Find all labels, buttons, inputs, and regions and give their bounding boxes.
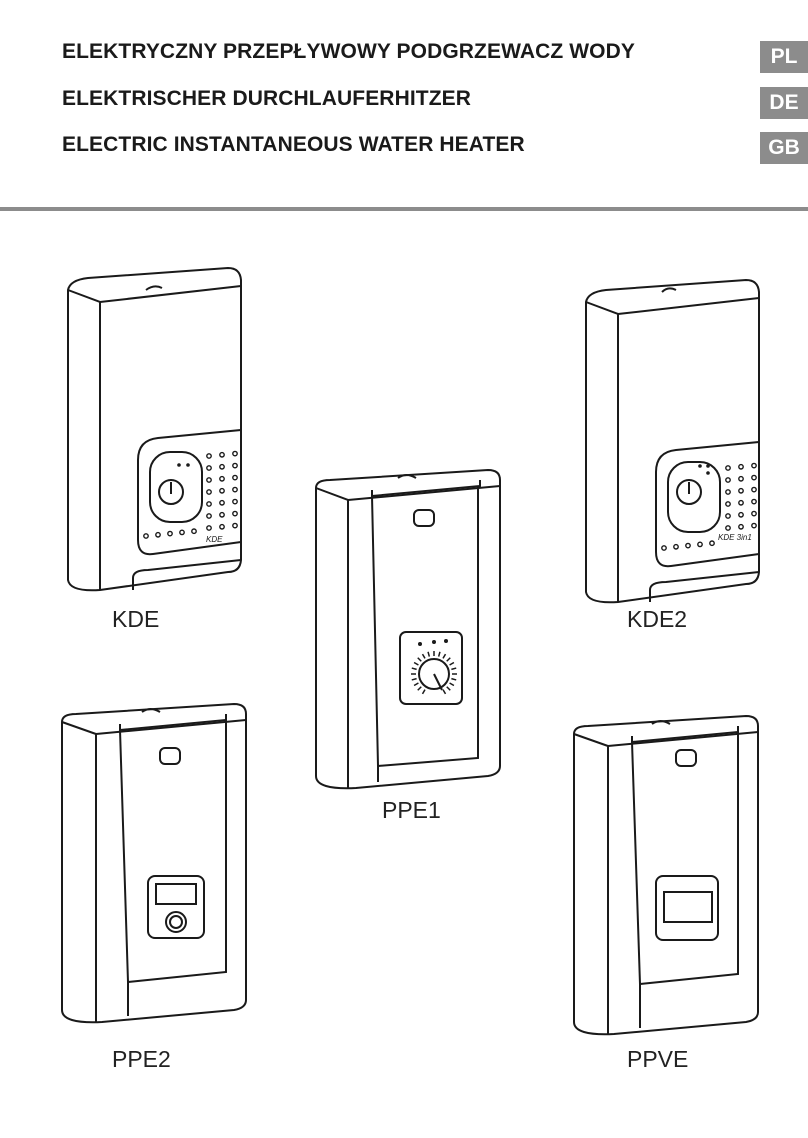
vent-hole [206,489,212,495]
scale-tick [451,667,457,671]
water-heater-ppve-icon [573,714,759,1036]
vent-hole [167,530,173,537]
vent-hole [725,489,731,495]
vent-hole [725,501,731,507]
vent-hole [206,525,212,531]
scale-tick [451,677,457,681]
lang-badge-pl: PL [760,41,808,73]
vent-hole [206,465,212,471]
vent-hole [219,475,225,482]
vent-hole [143,533,149,539]
scale-tick [417,657,422,662]
scale-tick [413,661,419,666]
scale-tick [437,651,441,657]
scale-tick [442,653,447,659]
vent-hole [206,501,212,507]
kde2-badge-text: KDE 3in1 [718,533,752,542]
vent-hole [661,545,667,551]
vent-hole [725,465,731,471]
vent-hole [725,525,731,531]
vent-hole [232,486,238,493]
vent-hole [751,522,757,529]
water-heater-kde-icon: KDE [67,266,242,592]
vent-hole [685,542,691,549]
vent-hole [179,529,185,536]
vent-hole [725,513,731,519]
vent-hole [751,462,757,469]
vent-hole [206,513,212,519]
scale-tick [417,686,422,691]
scale-tick [449,661,455,666]
vent-hole [738,523,744,530]
vent-hole [751,498,757,505]
vent-hole [219,523,225,530]
vent-hole [709,540,715,547]
vent-hole [751,486,757,493]
vent-hole [232,510,238,517]
vent-hole [219,451,225,458]
water-heater-ppe1-icon [315,468,501,790]
title-pl: ELEKTRYCZNY PRZEPŁYWOWY PODGRZEWACZ WODY [62,40,635,63]
scale-tick [411,667,417,671]
lang-badge-de: DE [760,87,808,119]
scale-tick [413,682,419,687]
vent-hole [232,498,238,505]
vent-hole [738,499,744,506]
vent-hole [219,511,225,518]
vent-hole [725,477,731,483]
title-gb: ELECTRIC INSTANTANEOUS WATER HEATER [62,133,525,156]
vent-hole [232,522,238,529]
header-divider [0,207,808,211]
vent-hole [191,528,197,535]
scale-tick [411,677,417,681]
label-ppve: PPVE [627,1046,689,1072]
scale-tick [421,653,426,659]
vent-hole [673,543,679,550]
label-kde2: KDE2 [627,606,688,632]
lang-badge-gb: GB [760,132,808,164]
water-heater-ppe2-icon [61,702,247,1024]
vent-hole [751,510,757,517]
kde-badge-text: KDE [206,535,223,544]
title-de: ELEKTRISCHER DURCHLAUFERHITZER [62,87,471,110]
label-kde: KDE [112,606,160,632]
vent-hole [232,462,238,469]
scale-tick [442,689,447,695]
scale-tick [446,686,451,691]
vent-hole [206,477,212,483]
scale-tick [427,651,431,657]
vent-hole [232,474,238,481]
vent-hole [219,487,225,494]
scale-tick [449,682,455,687]
vent-hole [219,463,225,470]
vent-hole [738,487,744,494]
vent-hole [697,541,703,548]
vent-hole [206,453,212,459]
scale-tick [421,689,426,695]
label-ppe2: PPE2 [112,1046,171,1072]
vent-hole [232,450,238,457]
vent-hole [738,463,744,470]
vent-hole [219,499,225,506]
scale-tick [446,657,451,662]
water-heater-kde2-icon: KDE 3in1 [585,278,760,604]
label-ppe1: PPE1 [382,797,441,823]
vent-hole [751,474,757,481]
vent-hole [738,475,744,482]
vent-hole [155,531,161,538]
vent-hole [738,511,744,518]
